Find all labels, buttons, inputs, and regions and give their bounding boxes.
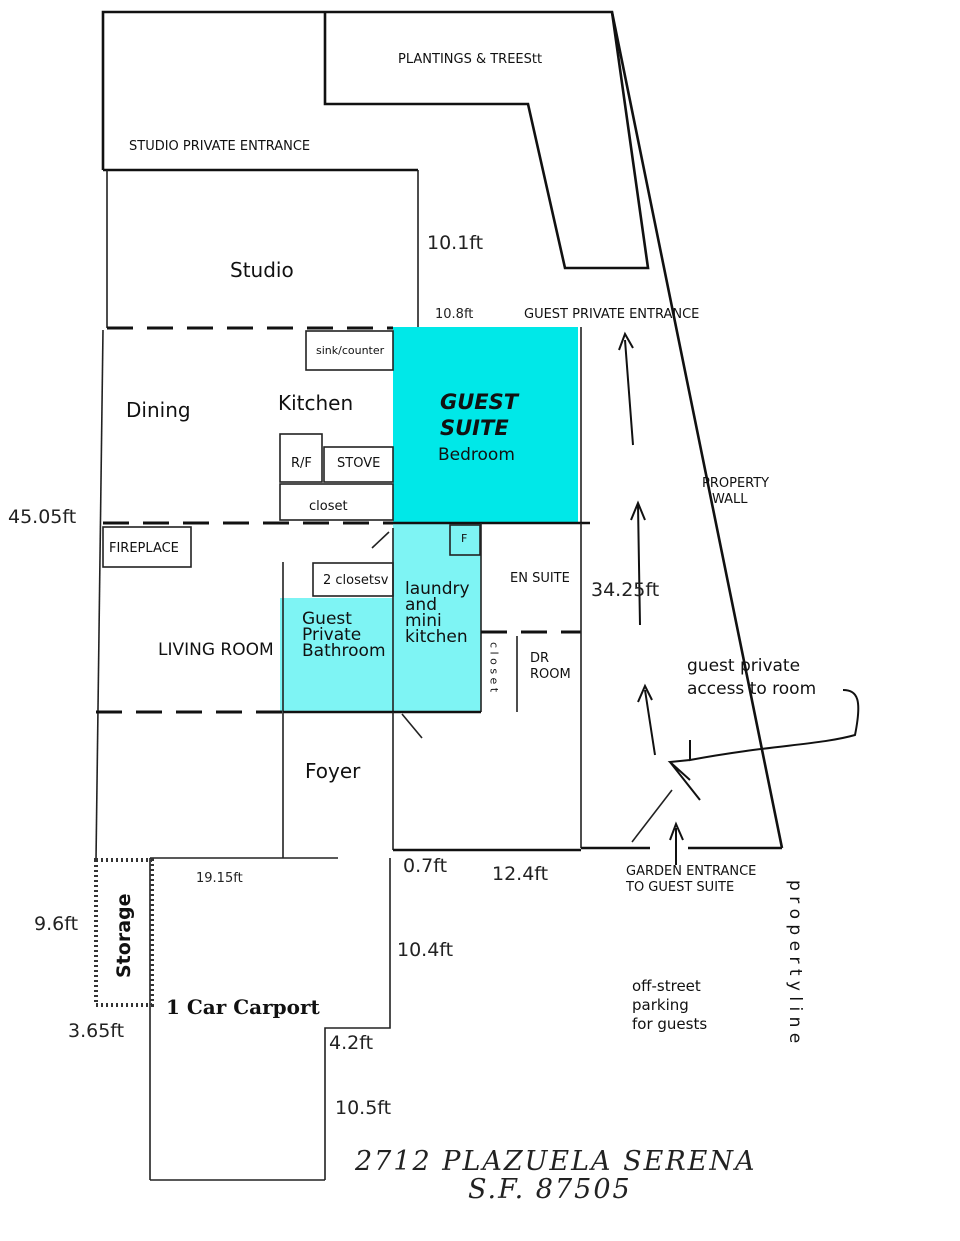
door-swing	[401, 713, 423, 739]
dim-10-1: 10.1ft	[427, 232, 483, 254]
arrow-garden-path	[669, 821, 684, 865]
arrow-access-path	[637, 683, 656, 756]
arrow-entrance-path	[618, 331, 634, 446]
f-box	[449, 524, 481, 556]
garden-label-2: TO GUEST SUITE	[625, 880, 734, 895]
fireplace-label: FIREPLACE	[109, 541, 179, 556]
address-line-2: S.F. 87505	[468, 1174, 632, 1205]
property-wall-label-1: PROPERTY	[702, 476, 769, 491]
two-closets-label: 2 closetsv	[323, 573, 389, 588]
foyer-label: Foyer	[305, 759, 361, 783]
dim-34-25: 34.25ft	[591, 579, 659, 601]
garden-gate	[631, 789, 673, 843]
dim-4-2: 4.2ft	[329, 1032, 373, 1054]
living-room-label: LIVING ROOM	[158, 640, 274, 660]
dr-label-1: DR	[530, 651, 549, 666]
closet-box	[279, 483, 394, 521]
dim-10-8: 10.8ft	[435, 307, 473, 322]
dim-12-4: 12.4ft	[492, 863, 548, 885]
plantings-label: PLANTINGS & TREEStt	[398, 52, 542, 67]
carport-label: 1 Car Carport	[166, 995, 321, 1019]
closet-label: closet	[309, 499, 348, 514]
laundry-fill	[393, 522, 481, 712]
property-wall-label-2: WALL	[712, 492, 748, 507]
property-wall	[610, 11, 784, 849]
guest-suite-fill	[393, 327, 578, 522]
sink-counter-label: sink/counter	[316, 344, 385, 357]
stove-label: STOVE	[337, 456, 380, 471]
guest-access-label-2: access to room	[687, 679, 816, 699]
dim-0-7: 0.7ft	[403, 855, 447, 877]
bath-label-2: Private	[302, 625, 361, 645]
studio-label: Studio	[230, 258, 294, 282]
door-swing-2	[371, 531, 390, 549]
bath-label-1: Guest	[302, 609, 352, 629]
laundry-label-1: laundry	[405, 579, 470, 599]
dim-10-4: 10.4ft	[397, 939, 453, 961]
dim-10-5: 10.5ft	[335, 1097, 391, 1119]
dim-9-6: 9.6ft	[34, 913, 78, 935]
laundry-label-4: kitchen	[405, 627, 468, 647]
guest-suite-label-2: SUITE	[440, 416, 509, 440]
left-outer-wall	[95, 329, 104, 861]
dim-3-65: 3.65ft	[68, 1020, 124, 1042]
property-line-label: p r o p e r t y l i n e	[785, 880, 805, 1043]
studio-entrance-label: STUDIO PRIVATE ENTRANCE	[129, 139, 310, 154]
parking-label-2: parking	[632, 996, 689, 1014]
top-boundary	[101, 10, 650, 270]
guest-entrance-label: GUEST PRIVATE ENTRANCE	[524, 307, 699, 322]
dr-label-2: ROOM	[530, 667, 571, 682]
guest-suite-label-1: GUEST	[440, 390, 520, 414]
stove-box	[323, 446, 394, 483]
laundry-label-3: mini	[405, 611, 442, 631]
fireplace-box	[102, 526, 192, 568]
arrow-curve-path	[667, 689, 860, 801]
kitchen-label: Kitchen	[278, 391, 353, 415]
storage-label: Storage	[113, 894, 135, 979]
carport-right-wall	[324, 858, 391, 1180]
parking-label-3: for guests	[632, 1015, 707, 1033]
dim-19-15: 19.15ft	[196, 871, 243, 886]
laundry-label-2: and	[405, 595, 437, 615]
f-label: F	[461, 532, 467, 545]
closet-vertical-label: c l o s e t	[488, 642, 501, 693]
rf-label: R/F	[291, 456, 312, 471]
sink-counter-box	[305, 330, 394, 371]
dim-45-05: 45.05ft	[8, 506, 76, 528]
bath-label-3: Bathroom	[302, 641, 386, 661]
parking-label-1: off-street	[632, 977, 701, 995]
en-suite-label: EN SUITE	[510, 571, 570, 586]
address-line-1: 2712 PLAZUELA SERENA	[354, 1146, 757, 1177]
dining-label: Dining	[126, 398, 191, 422]
bedroom-label: Bedroom	[438, 445, 515, 465]
rf-box	[279, 433, 323, 483]
garden-label-1: GARDEN ENTRANCE	[626, 864, 756, 879]
arrow-mid-path	[630, 500, 646, 626]
bathroom-fill	[280, 598, 393, 712]
guest-access-label-1: guest private	[687, 656, 800, 676]
